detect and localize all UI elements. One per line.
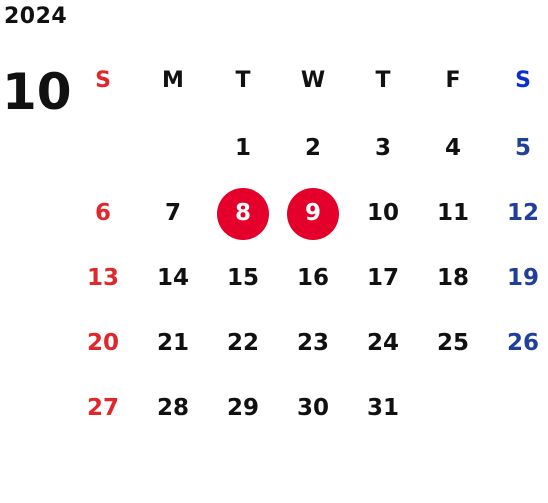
week-row: 13 14 15 16 17 18 19 — [68, 246, 548, 311]
weekday-monday: M — [162, 68, 184, 93]
day-cell[interactable]: 12 — [488, 181, 548, 246]
day-cell[interactable]: 22 — [208, 311, 278, 376]
day-number: 6 — [94, 200, 111, 226]
weekday-header-row: S M T W T F S — [68, 46, 548, 116]
day-cell[interactable]: 11 — [418, 181, 488, 246]
day-cell[interactable]: 24 — [348, 311, 418, 376]
day-number: 20 — [86, 330, 119, 356]
day-number: 16 — [296, 265, 329, 291]
weekday-saturday: S — [515, 68, 531, 93]
day-cell[interactable]: 7 — [138, 181, 208, 246]
day-cell[interactable]: 3 — [348, 116, 418, 181]
day-number: 10 — [366, 200, 399, 226]
weekday-thursday: T — [375, 68, 391, 93]
day-number: 4 — [444, 135, 461, 161]
year-label: 2024 — [4, 4, 68, 29]
day-number: 2 — [304, 135, 321, 161]
highlighted-day-cell[interactable]: 8 — [208, 181, 278, 246]
day-cell[interactable]: 27 — [68, 376, 138, 441]
day-number: 12 — [506, 200, 539, 226]
day-cell[interactable]: 31 — [348, 376, 418, 441]
day-cell[interactable]: 6 — [68, 181, 138, 246]
day-cell[interactable]: 16 — [278, 246, 348, 311]
day-cell[interactable]: 19 — [488, 246, 548, 311]
day-cell[interactable]: 25 — [418, 311, 488, 376]
day-cell[interactable]: 29 — [208, 376, 278, 441]
day-number: 26 — [506, 330, 539, 356]
day-number: 8 — [217, 187, 269, 240]
day-cell[interactable]: 20 — [68, 311, 138, 376]
month-label: 10 — [2, 63, 72, 121]
day-number: 5 — [514, 135, 531, 161]
day-number: 24 — [366, 330, 399, 356]
day-number: 28 — [156, 395, 189, 421]
day-number: 13 — [86, 265, 119, 291]
day-cell[interactable]: 10 — [348, 181, 418, 246]
day-number: 1 — [234, 135, 251, 161]
day-number: 29 — [226, 395, 259, 421]
day-cell[interactable]: 4 — [418, 116, 488, 181]
day-cell[interactable]: 18 — [418, 246, 488, 311]
week-row: 20 21 22 23 24 25 26 — [68, 311, 548, 376]
day-cell[interactable]: 2 — [278, 116, 348, 181]
day-number: 15 — [226, 265, 259, 291]
day-cell[interactable]: 21 — [138, 311, 208, 376]
day-number: 18 — [436, 265, 469, 291]
day-number: 30 — [296, 395, 329, 421]
day-number: 9 — [287, 187, 339, 240]
day-cell[interactable]: 23 — [278, 311, 348, 376]
highlighted-day-cell[interactable]: 9 — [278, 181, 348, 246]
day-cell[interactable]: 1 — [208, 116, 278, 181]
week-row: 27 28 29 30 31 — [68, 376, 548, 441]
day-cell[interactable]: 5 — [488, 116, 548, 181]
week-row: 1 2 3 4 5 — [68, 116, 548, 181]
day-cell[interactable]: 30 — [278, 376, 348, 441]
day-number: 22 — [226, 330, 259, 356]
day-cell[interactable]: 13 — [68, 246, 138, 311]
day-cell[interactable]: 26 — [488, 311, 548, 376]
day-number: 14 — [156, 265, 189, 291]
day-cell[interactable]: 14 — [138, 246, 208, 311]
weekday-tuesday: T — [235, 68, 251, 93]
day-number: 19 — [506, 265, 539, 291]
day-number: 27 — [86, 395, 119, 421]
day-number: 17 — [366, 265, 399, 291]
day-number: 7 — [164, 200, 181, 226]
day-cell[interactable]: 15 — [208, 246, 278, 311]
weekday-friday: F — [445, 68, 461, 93]
day-number: 23 — [296, 330, 329, 356]
day-number: 21 — [156, 330, 189, 356]
day-number: 3 — [374, 135, 391, 161]
day-number: 11 — [436, 200, 469, 226]
weekday-sunday: S — [95, 68, 111, 93]
day-number: 31 — [366, 395, 399, 421]
day-cell[interactable]: 28 — [138, 376, 208, 441]
weekday-wednesday: W — [300, 68, 326, 93]
day-cell[interactable]: 17 — [348, 246, 418, 311]
day-number: 25 — [436, 330, 469, 356]
